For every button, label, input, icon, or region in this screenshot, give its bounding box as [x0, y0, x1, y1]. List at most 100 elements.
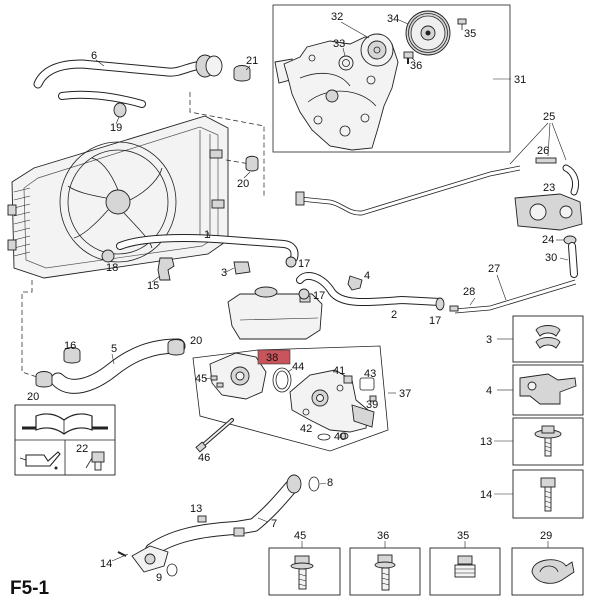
hose-5: [50, 338, 186, 394]
figure-code: F5-1: [10, 578, 50, 599]
gasket-43: [359, 377, 375, 391]
top-leader-lines: [340, 19, 416, 62]
thermostat-housing-23: [514, 164, 583, 231]
callout-20-upper[interactable]: 20: [190, 335, 202, 347]
callout-40[interactable]: 40: [334, 431, 346, 443]
callout-22[interactable]: 22: [76, 443, 88, 455]
detail-box-29: [511, 541, 584, 596]
long-bolt-46: [195, 418, 234, 453]
connector-24-30: [556, 235, 578, 278]
callout-21[interactable]: 21: [246, 55, 258, 67]
callout-14-detail[interactable]: 14: [480, 489, 492, 501]
callout-34[interactable]: 34: [387, 13, 399, 25]
callout-28[interactable]: 28: [463, 286, 475, 298]
callout-46[interactable]: 46: [198, 452, 210, 464]
callout-36[interactable]: 36: [410, 60, 422, 72]
pump-pulley: [405, 10, 451, 56]
callout-38-highlight-group: [257, 349, 291, 365]
cooling-fan: [59, 141, 177, 263]
callout-37[interactable]: 37: [399, 388, 411, 400]
callout-14[interactable]: 14: [100, 558, 112, 570]
callout-32[interactable]: 32: [331, 11, 343, 23]
callout-17-c[interactable]: 17: [429, 315, 441, 327]
callout-36-detail[interactable]: 36: [377, 530, 389, 542]
callout-2[interactable]: 2: [391, 309, 397, 321]
callout-24[interactable]: 24: [542, 234, 554, 246]
callout-44[interactable]: 44: [292, 361, 304, 373]
o-ring-42: [317, 433, 331, 441]
callout-39[interactable]: 39: [366, 399, 378, 411]
hose-clamp-20-radiator: [243, 155, 259, 179]
coolant-pipe-7: [145, 474, 302, 557]
water-pump-housing: [274, 36, 399, 151]
callout-42[interactable]: 42: [300, 423, 312, 435]
water-pump-impeller: [360, 33, 394, 67]
pump-seal-ring: [338, 55, 354, 71]
clip-3: [225, 261, 251, 275]
callout-6[interactable]: 6: [91, 50, 97, 62]
hose-clamp-19: [113, 102, 127, 125]
callout-43[interactable]: 43: [364, 368, 376, 380]
bracket-4: [347, 275, 363, 291]
callout-20-lower[interactable]: 20: [27, 391, 39, 403]
callout-4[interactable]: 4: [364, 270, 370, 282]
callout-13-detail[interactable]: 13: [480, 436, 492, 448]
callout-20-radiator[interactable]: 20: [237, 178, 249, 190]
callout-38-highlight[interactable]: [257, 349, 291, 365]
hose-clamp-20-upper: [167, 339, 185, 356]
callout-33[interactable]: 33: [333, 38, 345, 50]
callout-13[interactable]: 13: [190, 503, 202, 515]
callout-45[interactable]: 45: [195, 373, 207, 385]
callout-29-detail[interactable]: 29: [540, 530, 552, 542]
hose-clamp-21: [233, 65, 251, 82]
callout-25[interactable]: 25: [543, 111, 555, 123]
detail-box-4: [497, 364, 584, 416]
plug-40: [339, 432, 349, 440]
hose-2: [296, 272, 459, 312]
callout-15[interactable]: 15: [147, 280, 159, 292]
callout-1[interactable]: 1: [204, 229, 210, 241]
bracket-15: [151, 257, 175, 283]
flange-9: [111, 545, 178, 577]
radiator-fins: [13, 187, 31, 257]
callout-27[interactable]: 27: [488, 263, 500, 275]
callout-19[interactable]: 19: [110, 122, 122, 134]
detail-box-13: [494, 417, 584, 466]
callout-41[interactable]: 41: [333, 365, 345, 377]
callout-5[interactable]: 5: [111, 343, 117, 355]
hose-clamp-18: [101, 249, 115, 263]
hose-clamp-17-a: [285, 256, 297, 268]
callout-35[interactable]: 35: [464, 28, 476, 40]
callout-17-b[interactable]: 17: [313, 290, 325, 302]
clip-13: [197, 515, 207, 523]
hose-clamp-20-lower: [35, 371, 53, 388]
callout-31[interactable]: 31: [514, 74, 526, 86]
callout-3-detail[interactable]: 3: [486, 334, 492, 346]
gasket-44: [272, 367, 293, 393]
callout-4-detail[interactable]: 4: [486, 385, 492, 397]
sensor-41: [343, 375, 353, 384]
callout-16[interactable]: 16: [64, 340, 76, 352]
callout-30[interactable]: 30: [545, 252, 557, 264]
callout-18[interactable]: 18: [106, 262, 118, 274]
callout-labels: 32 34 35 33 36 31 6 21 19 25 26 20 23 1 …: [27, 11, 557, 584]
outlet-housing-37: [289, 369, 375, 433]
detail-box-3: [497, 315, 584, 363]
callout-8[interactable]: 8: [327, 477, 333, 489]
callout-23[interactable]: 23: [543, 182, 555, 194]
expansion-tank: [227, 286, 323, 340]
detail-box-14: [494, 469, 584, 519]
hose-clamp-16: [63, 347, 81, 364]
legend-box: [14, 404, 116, 476]
bypass-tubes-25: [295, 122, 567, 216]
callout-45-detail[interactable]: 45: [294, 530, 306, 542]
callout-17-a[interactable]: 17: [298, 258, 310, 270]
water-pump-assembly-frame: [272, 4, 511, 153]
callout-38[interactable]: 38: [266, 352, 278, 364]
sensor-icon: [85, 451, 105, 471]
callout-7[interactable]: 7: [271, 518, 277, 530]
callout-3[interactable]: 3: [221, 267, 227, 279]
callout-26[interactable]: 26: [537, 145, 549, 157]
callout-9[interactable]: 9: [156, 572, 162, 584]
callout-35-detail[interactable]: 35: [457, 530, 469, 542]
